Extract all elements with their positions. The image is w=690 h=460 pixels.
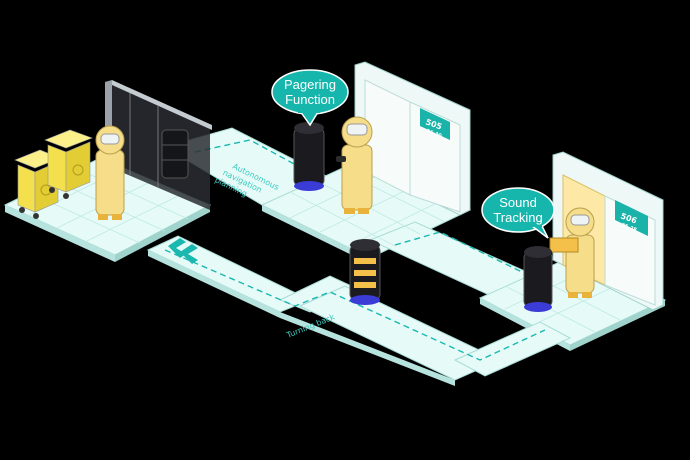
biohazard-icon bbox=[72, 164, 84, 176]
glass-partition bbox=[105, 80, 212, 210]
sound-tracking-bubble: Sound Tracking bbox=[481, 187, 555, 239]
sound-line-2: Tracking bbox=[493, 210, 542, 225]
worker-start bbox=[95, 125, 125, 220]
robot-center bbox=[349, 239, 381, 305]
sound-line-1: Sound bbox=[499, 195, 537, 210]
pagering-function-bubble: Pagering Function bbox=[271, 69, 349, 127]
worker-506 bbox=[549, 207, 595, 298]
double-chevron-left-icon bbox=[168, 238, 198, 264]
route-dashes bbox=[164, 139, 546, 361]
robot-505 bbox=[293, 122, 325, 191]
door-505: 505 26-30 bbox=[354, 61, 471, 216]
pagering-line-1: Pagering bbox=[284, 77, 336, 92]
room-506-sub: 25-28 bbox=[620, 222, 638, 233]
room-505-sub: 26-30 bbox=[425, 128, 443, 139]
return-corridor-4 bbox=[453, 321, 572, 377]
waste-bin-right bbox=[44, 129, 93, 199]
pagering-line-2: Function bbox=[285, 92, 335, 107]
robot-506 bbox=[523, 246, 553, 312]
worker-505 bbox=[336, 116, 373, 214]
